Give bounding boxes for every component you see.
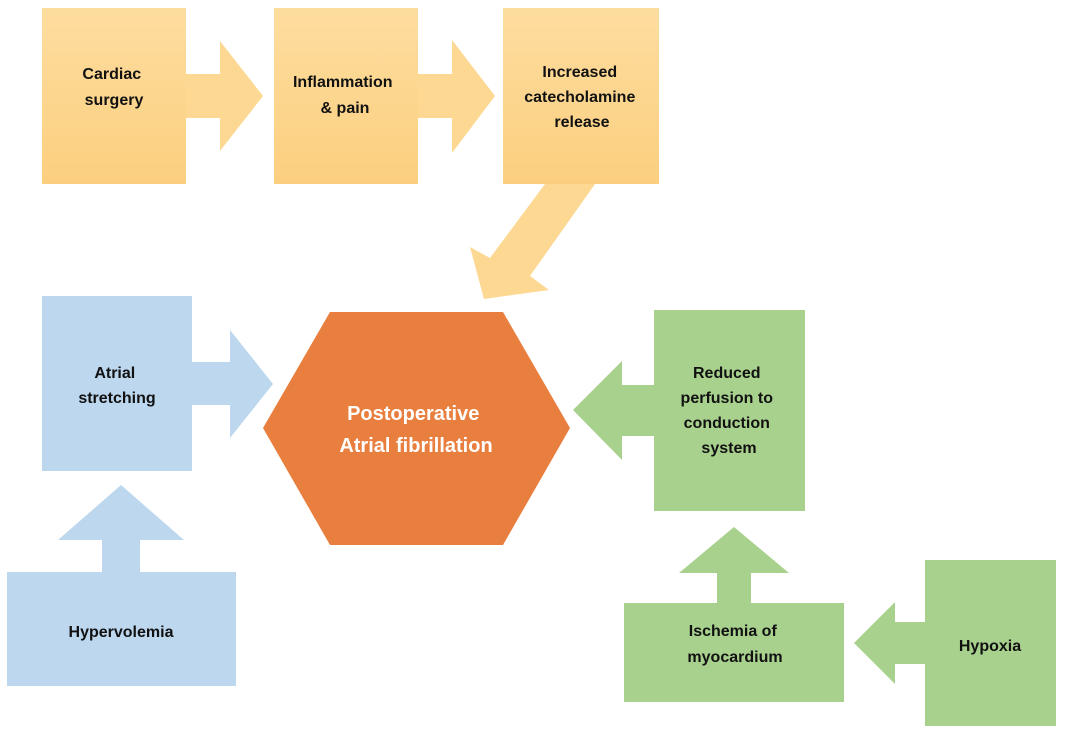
arrow-left-icon bbox=[573, 361, 654, 460]
label-center: Postoperative Atrial fibrillation bbox=[339, 403, 492, 457]
label-hypervolemia: Hypervolemia bbox=[69, 624, 174, 641]
arrow-right-icon bbox=[418, 40, 495, 153]
node-ischemia bbox=[624, 603, 844, 702]
label-reduced-perfusion: Reduced perfusion to conduction system bbox=[681, 365, 778, 457]
arrow-right-icon bbox=[192, 330, 273, 438]
node-catecholamine bbox=[503, 8, 659, 184]
arrow-up-icon bbox=[679, 527, 789, 603]
center-hexagon bbox=[263, 312, 570, 545]
node-cardiac-surgery bbox=[42, 8, 186, 184]
arrow-diagonal-icon bbox=[470, 184, 595, 299]
label-ischemia: Ischemia of myocardium bbox=[687, 623, 782, 666]
label-cardiac-surgery: Cardiac surgery bbox=[82, 66, 145, 109]
node-hypoxia bbox=[925, 560, 1056, 726]
node-inflammation bbox=[274, 8, 418, 184]
arrow-right-icon bbox=[186, 41, 263, 151]
label-atrial-stretching: Atrial stretching bbox=[78, 365, 155, 407]
node-hypervolemia bbox=[7, 572, 236, 686]
label-hypoxia: Hypoxia bbox=[959, 638, 1021, 655]
label-catecholamine: Increased catecholamine release bbox=[524, 64, 640, 131]
arrow-left-icon bbox=[854, 602, 925, 684]
arrow-up-icon bbox=[58, 485, 184, 572]
node-reduced-perfusion bbox=[654, 310, 805, 511]
label-inflammation: Inflammation & pain bbox=[293, 74, 397, 117]
node-atrial-stretching bbox=[42, 296, 192, 471]
